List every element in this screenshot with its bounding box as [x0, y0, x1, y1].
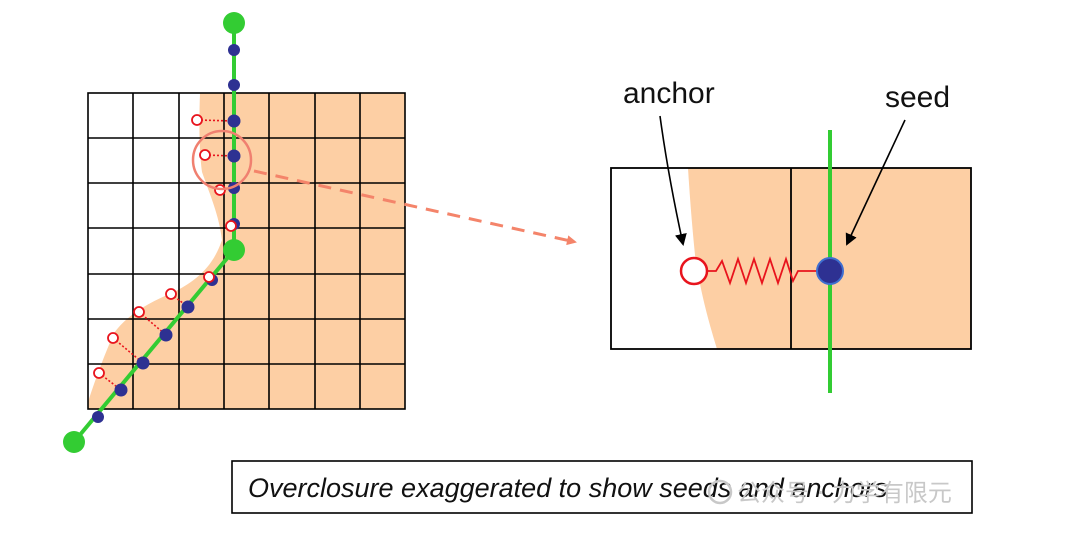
- seed-end-node-top: [223, 12, 245, 34]
- watermark-logo-icon: [707, 479, 733, 505]
- zoom-seed-dot: [816, 257, 844, 285]
- mesh-grid-panel: [63, 12, 406, 453]
- seed-label: seed: [885, 81, 950, 114]
- seed-end-node-middle: [223, 239, 245, 261]
- zoom-detail-panel: anchor seed: [610, 77, 972, 393]
- anchor-rings: [93, 114, 237, 379]
- watermark: 公众号 · 力学有限元: [707, 479, 952, 507]
- anchor-label: anchor: [623, 77, 715, 110]
- seed-pointer-arrow: [845, 119, 906, 246]
- zoom-anchor-ring: [679, 256, 709, 286]
- overclosed-region: [88, 93, 405, 409]
- seed-end-node-bottom: [63, 431, 85, 453]
- zoom-callout-circle: [191, 129, 253, 191]
- caption-box: Overclosure exaggerated to show seeds an…: [231, 460, 973, 514]
- watermark-text: 公众号 · 力学有限元: [737, 479, 952, 507]
- spring-connector: [708, 256, 817, 286]
- caption-text: Overclosure exaggerated to show seeds an…: [248, 473, 887, 503]
- anchor-pointer-arrow: [659, 115, 687, 246]
- zoom-arrow: [253, 169, 577, 246]
